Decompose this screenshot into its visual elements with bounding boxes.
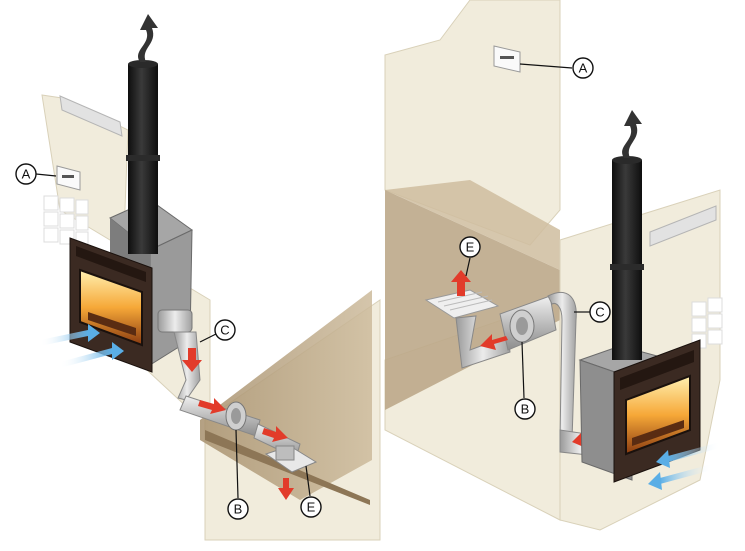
right-thermostat-icon bbox=[493, 45, 521, 73]
left-chimney bbox=[126, 60, 160, 254]
right-callout-b-leader bbox=[521, 341, 525, 399]
callout-left-b: B bbox=[227, 498, 249, 520]
left-fire-logs bbox=[88, 312, 136, 336]
left-coupler bbox=[225, 401, 247, 431]
right-floor-beam-top bbox=[385, 180, 560, 270]
left-smoke-arrow-icon bbox=[138, 14, 158, 62]
right-callout-a-leader bbox=[519, 63, 573, 69]
right-wall-rail bbox=[649, 205, 717, 247]
left-cold-air-arrow-icon bbox=[40, 324, 124, 368]
callout-left-a: A bbox=[15, 163, 37, 185]
callout-right-e: E bbox=[459, 236, 481, 258]
left-warm-air-arrow-icon bbox=[182, 348, 294, 500]
right-chimney bbox=[610, 156, 644, 360]
left-wall-rail bbox=[59, 95, 123, 137]
svg-text:A: A bbox=[22, 167, 31, 182]
right-installation-scene bbox=[384, 0, 723, 531]
svg-text:C: C bbox=[595, 305, 604, 320]
callouts: A C B E A E C B bbox=[15, 57, 611, 520]
left-wall-tiles bbox=[43, 195, 89, 245]
callout-left-c: C bbox=[214, 319, 236, 341]
right-callout-e-leader bbox=[465, 257, 471, 277]
left-callout-b-leader bbox=[235, 429, 239, 499]
svg-text:E: E bbox=[466, 240, 475, 255]
left-installation-scene bbox=[35, 14, 381, 541]
right-smoke-arrow-icon bbox=[622, 110, 642, 158]
right-coupler bbox=[509, 309, 535, 343]
right-fireplace-grille bbox=[620, 350, 694, 390]
right-cold-air-arrow-icon bbox=[648, 442, 720, 490]
callout-right-b: B bbox=[514, 398, 536, 420]
svg-text:A: A bbox=[579, 61, 588, 76]
svg-text:B: B bbox=[234, 502, 243, 517]
svg-text:B: B bbox=[521, 402, 530, 417]
left-callout-a-leader bbox=[35, 173, 57, 177]
right-fire-logs bbox=[632, 420, 684, 446]
svg-text:E: E bbox=[307, 500, 316, 515]
right-register-warm-arrow-icon bbox=[451, 270, 471, 296]
left-thermostat-icon bbox=[56, 165, 81, 191]
left-callout-e-leader bbox=[305, 465, 311, 497]
svg-text:C: C bbox=[220, 323, 229, 338]
callout-left-e: E bbox=[300, 496, 322, 518]
left-callout-c-leader bbox=[199, 333, 217, 343]
left-floor-register-icon bbox=[264, 445, 318, 473]
callout-right-a: A bbox=[572, 57, 594, 79]
callout-right-c: C bbox=[589, 301, 611, 323]
right-floor-register-icon bbox=[424, 289, 500, 319]
left-fireplace-grille bbox=[76, 246, 146, 282]
right-fire-window bbox=[625, 374, 691, 456]
